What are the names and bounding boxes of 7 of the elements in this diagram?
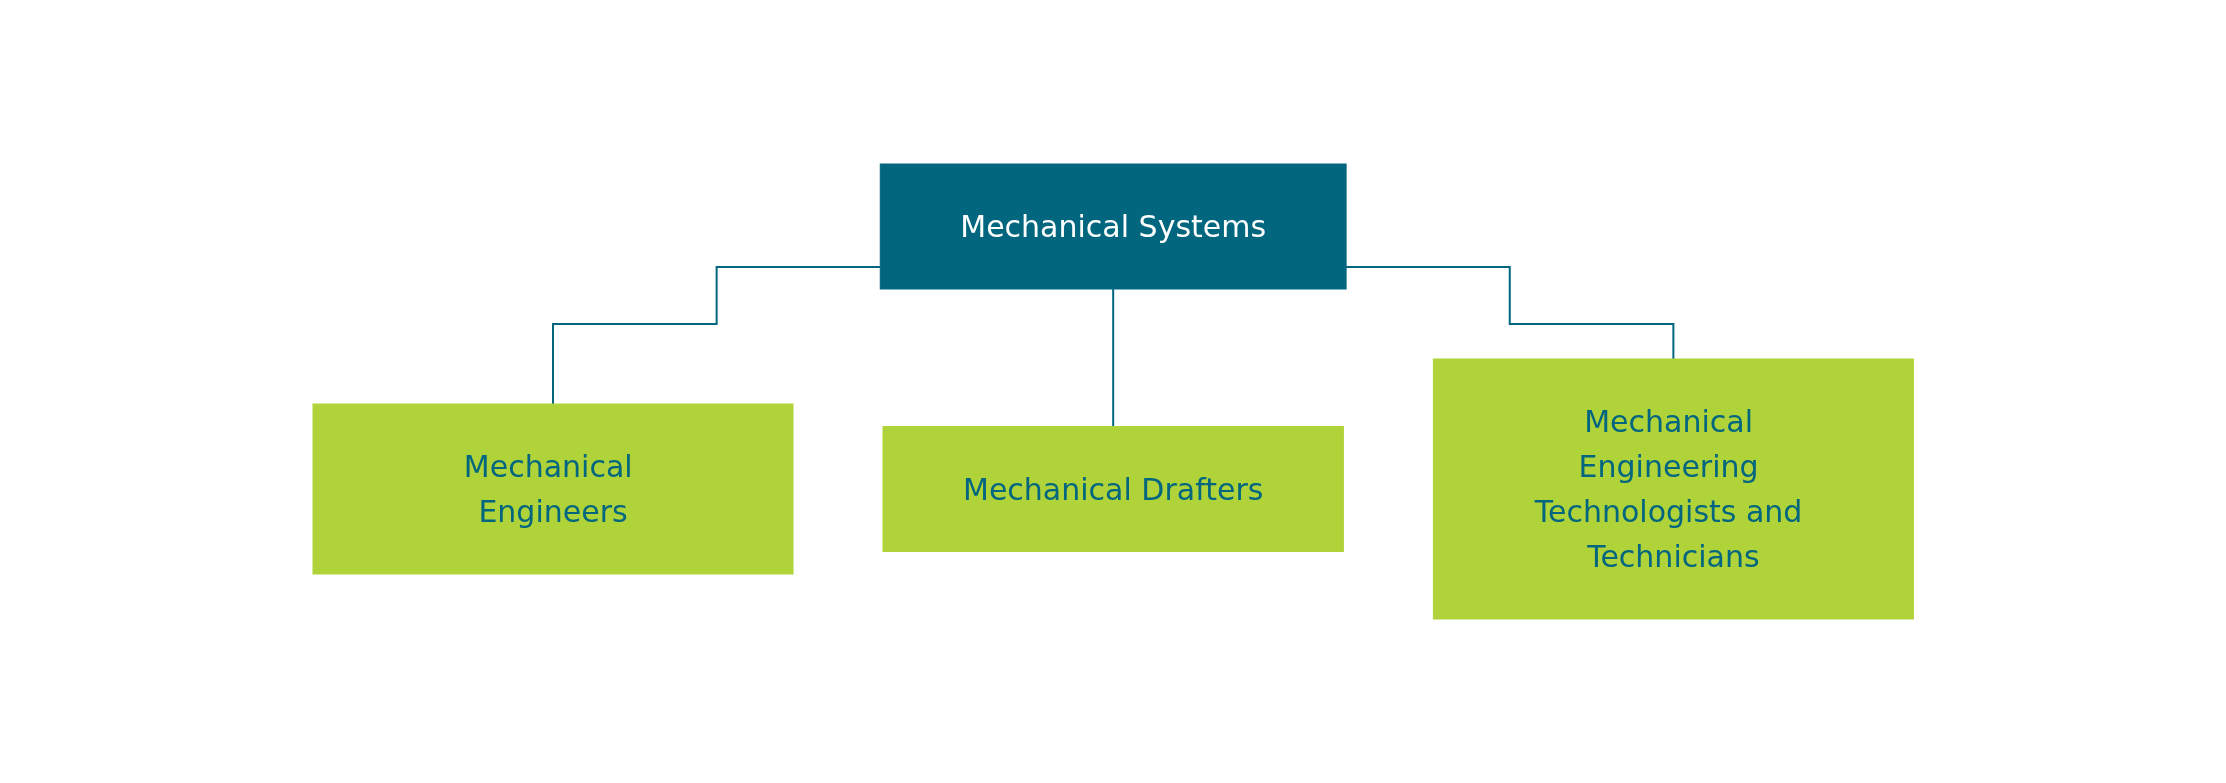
node-box: Mechanical Engineers: [312, 403, 794, 575]
connector: [1112, 288, 1114, 428]
connector: [1344, 266, 1675, 360]
node-box: Mechanical Engineering Technologists and Technicians: [1432, 358, 1914, 620]
node-box: Mechanical Drafters: [882, 426, 1344, 552]
connector: [551, 266, 882, 405]
node-box: Mechanical Systems: [879, 163, 1347, 290]
